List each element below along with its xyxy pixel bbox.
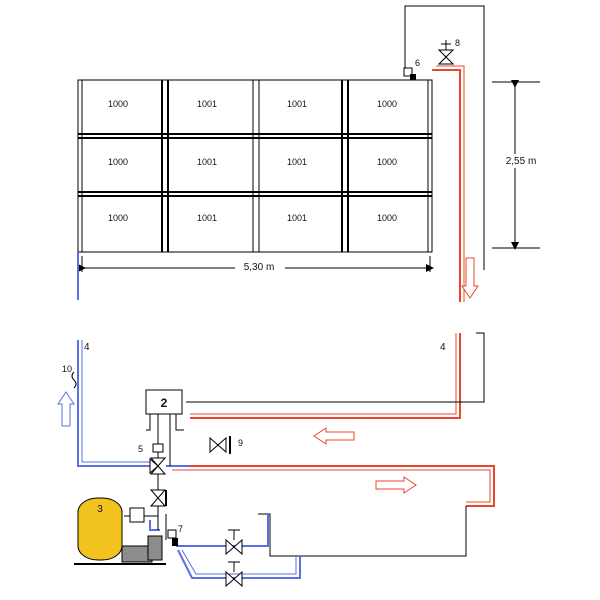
hot-pipe xyxy=(172,65,495,507)
collector-r3-c4: 1000 xyxy=(377,213,397,223)
component-10 xyxy=(71,371,77,389)
label-3: 3 xyxy=(97,504,103,515)
sensor-7 xyxy=(167,529,177,539)
flow-arrow-down xyxy=(461,257,479,299)
label-9: 9 xyxy=(238,438,243,448)
air-vent-valve-8 xyxy=(437,40,455,65)
pump-unit xyxy=(74,535,166,565)
flow-arrow-right xyxy=(375,476,417,494)
return-loop xyxy=(186,332,485,557)
collector-r1-c2: 1001 xyxy=(197,99,217,109)
width-dimension-label: 5,30 m xyxy=(244,262,275,273)
storage-tank xyxy=(77,497,123,561)
check-valve xyxy=(149,474,167,507)
flow-arrow-left xyxy=(313,427,355,445)
collector-array xyxy=(77,79,433,253)
label-8: 8 xyxy=(455,38,460,48)
label-4-left: 4 xyxy=(84,342,90,353)
collector-r3-c2: 1001 xyxy=(197,213,217,223)
label-7: 7 xyxy=(178,524,183,534)
collector-r2-c4: 1000 xyxy=(377,157,397,167)
collector-r2-c1: 1000 xyxy=(108,157,128,167)
valve-9 xyxy=(209,436,231,454)
collector-r2-c2: 1001 xyxy=(197,157,217,167)
lower-valve-2 xyxy=(225,561,243,588)
collector-array-frame xyxy=(77,79,433,253)
collector-r1-c3: 1001 xyxy=(287,99,307,109)
vent-loop xyxy=(404,5,485,270)
collector-r3-c1: 1000 xyxy=(108,213,128,223)
label-2: 2 xyxy=(161,396,168,410)
collector-r1-c1: 1000 xyxy=(108,99,128,109)
height-dimension-label: 2,55 m xyxy=(506,156,537,167)
label-10: 10 xyxy=(62,364,72,374)
cold-pipe xyxy=(77,252,301,579)
cold-flow-arrow-up xyxy=(57,391,75,427)
sensor-5 xyxy=(152,443,164,453)
component-2-box xyxy=(145,389,183,415)
controller-box xyxy=(124,507,158,523)
sensor-6 xyxy=(403,67,413,77)
label-6: 6 xyxy=(415,58,420,68)
collector-r3-c3: 1001 xyxy=(287,213,307,223)
mixing-valve xyxy=(149,457,167,475)
label-4-right: 4 xyxy=(440,342,446,353)
lower-valve-1 xyxy=(225,529,243,556)
collector-r1-c4: 1000 xyxy=(377,99,397,109)
label-5: 5 xyxy=(138,444,143,454)
collector-r2-c3: 1001 xyxy=(287,157,307,167)
